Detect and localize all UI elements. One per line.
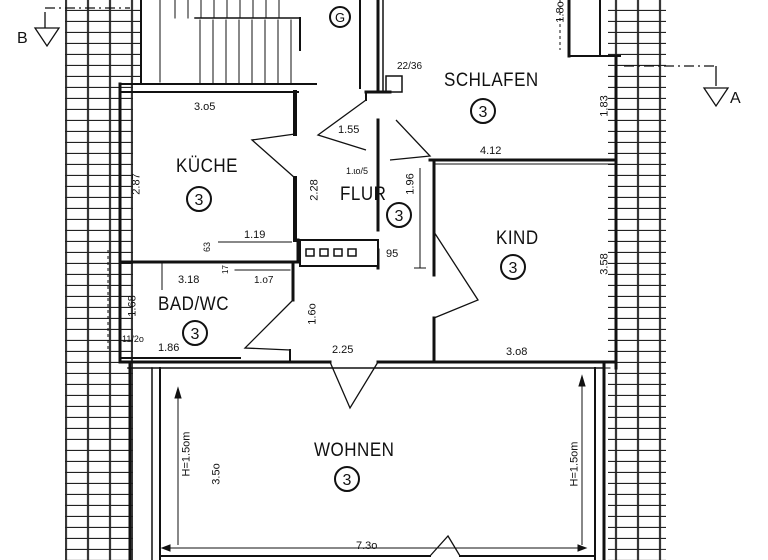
dim-kind-358: 3.58 — [598, 253, 611, 275]
walls — [118, 0, 621, 560]
dim-bad-107: 1.o7 — [254, 275, 274, 286]
section-marker-b: B — [17, 30, 28, 47]
dim-schlafen-183: 1.83 — [598, 95, 611, 117]
room-number-bad: 3 — [182, 320, 208, 346]
section-line-a — [624, 65, 730, 108]
room-number-kueche: 3 — [186, 186, 212, 212]
room-label-schlafen: SCHLAFEN — [444, 68, 539, 91]
room-number-flur: 3 — [386, 202, 412, 228]
dim-kueche-287: 2.87 — [130, 173, 143, 195]
room-label-bad: BAD/WC — [158, 292, 229, 315]
dim-63: 63 — [202, 241, 213, 253]
dim-17: 17 — [220, 265, 230, 274]
dim-wohnen-730: 7.3o — [356, 540, 378, 552]
dim-flur-225: 2.25 — [332, 344, 354, 356]
dim-schlafen-412: 4.12 — [480, 145, 502, 157]
dimension-lines — [160, 168, 588, 552]
door-swings — [243, 99, 479, 557]
dim-stair-2236: 22/36 — [397, 61, 423, 72]
section-marker-a: A — [730, 90, 741, 107]
dim-bad-1120: 11/2o — [122, 334, 144, 344]
room-number-kind: 3 — [500, 254, 526, 280]
dim-wohnen-350: 3.5o — [210, 463, 223, 485]
dim-flur-155: 1.55 — [338, 124, 360, 136]
room-number-wohnen: 3 — [334, 466, 360, 492]
room-label-flur: FLUR — [340, 182, 387, 205]
stair-marker-g: G — [329, 6, 351, 28]
dim-bad-160: 1.6o — [306, 303, 319, 325]
dim-kind-308: 3.o8 — [506, 346, 528, 358]
room-label-kueche: KÜCHE — [176, 154, 239, 177]
dim-bad-168: 1.68 — [126, 295, 139, 317]
room-number-schlafen: 3 — [470, 98, 496, 124]
room-label-kind: KIND — [496, 226, 539, 249]
section-line-b — [33, 7, 130, 48]
dim-kueche-width: 3.o5 — [194, 101, 216, 113]
dim-flur-95: 95 — [386, 248, 399, 260]
dim-bad-318: 3.18 — [178, 274, 200, 286]
dim-wohnen-height-left: H=1.5om — [180, 431, 193, 477]
dim-flur-196: 1.96 — [404, 173, 417, 195]
room-label-wohnen: WOHNEN — [314, 438, 395, 461]
dim-top-180: 1.8o — [554, 1, 567, 23]
roof-hatching — [65, 0, 666, 560]
dim-kueche-119: 1.19 — [244, 229, 266, 241]
dim-wohnen-height-right: H=1.5om — [568, 441, 581, 487]
dim-flur-1495: 1.ɩo/5 — [346, 166, 369, 176]
window-marks — [107, 0, 561, 352]
dim-flur-228: 2.28 — [308, 179, 321, 201]
dim-bad-186: 1.86 — [158, 342, 180, 354]
